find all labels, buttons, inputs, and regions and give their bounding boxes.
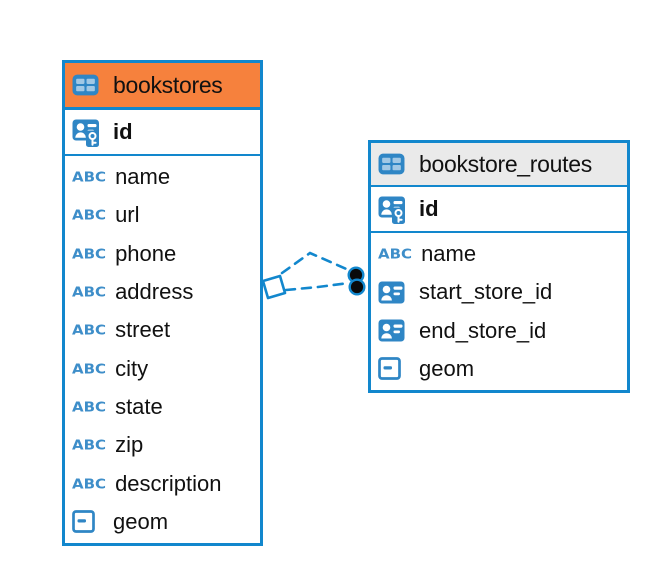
column-row[interactable]: ABC url	[65, 196, 260, 234]
column-row[interactable]: ABC zip	[65, 426, 260, 464]
column-list: ABC name start_store_id end_store_id ge	[371, 233, 627, 390]
column-row[interactable]: ABC address	[65, 273, 260, 311]
column-name: name	[421, 241, 477, 267]
column-name: id	[419, 196, 439, 221]
text-type-icon: ABC	[72, 360, 107, 377]
text-type-icon: ABC	[72, 398, 107, 416]
column-row[interactable]: ABC city	[65, 349, 260, 387]
column-name: url	[115, 202, 140, 228]
column-name: address	[115, 279, 194, 305]
column-name: start_store_id	[419, 279, 553, 305]
column-row[interactable]: ABC name	[371, 235, 627, 273]
column-row[interactable]: geom	[371, 350, 627, 388]
table-card-bookstores[interactable]: bookstores id ABC name ABC url ABC phone…	[62, 60, 263, 546]
table-header[interactable]: bookstores	[65, 63, 260, 110]
column-name: geom	[419, 355, 475, 381]
text-type-icon: ABC	[378, 246, 413, 263]
column-row[interactable]: geom	[65, 503, 260, 541]
column-row[interactable]: start_store_id	[371, 273, 627, 311]
column-name: city	[115, 355, 149, 381]
text-type-icon: ABC	[72, 322, 107, 339]
column-name: state	[115, 393, 163, 419]
text-type-icon: ABC	[72, 245, 107, 262]
table-header[interactable]: bookstore_routes	[371, 143, 627, 187]
relation-line-start-store[interactable]	[280, 251, 353, 275]
column-name: description	[115, 470, 222, 496]
column-name: name	[115, 164, 171, 190]
primary-key-row[interactable]: id	[371, 187, 627, 233]
table-card-bookstore-routes[interactable]: bookstore_routes id ABC name start_store…	[368, 140, 630, 393]
relation-endpoint-dot[interactable]	[348, 278, 366, 296]
column-row[interactable]: ABC description	[65, 464, 260, 502]
text-type-icon: ABC	[72, 475, 107, 492]
column-row[interactable]: ABC name	[65, 158, 260, 196]
column-row[interactable]: end_store_id	[371, 312, 627, 350]
column-name: street	[115, 317, 171, 343]
primary-key-row[interactable]: id	[65, 110, 260, 156]
column-row[interactable]: ABC street	[65, 311, 260, 349]
text-type-icon: ABC	[72, 283, 107, 301]
text-type-icon: ABC	[72, 169, 107, 186]
relation-line-end-store[interactable]	[284, 281, 351, 292]
column-row[interactable]: ABC state	[65, 388, 260, 426]
column-list: ABC name ABC url ABC phone ABC address A…	[65, 156, 260, 543]
text-type-icon: ABC	[72, 437, 107, 454]
table-title: bookstore_routes	[419, 150, 592, 177]
text-type-icon: ABC	[72, 207, 107, 224]
column-name: id	[113, 119, 133, 144]
column-row[interactable]: ABC phone	[65, 235, 260, 273]
column-name: phone	[115, 240, 177, 266]
relation-diamond-marker[interactable]	[261, 274, 287, 300]
column-name: geom	[113, 508, 169, 534]
table-title: bookstores	[113, 71, 223, 98]
column-name: end_store_id	[419, 317, 547, 343]
column-name: zip	[115, 432, 144, 458]
